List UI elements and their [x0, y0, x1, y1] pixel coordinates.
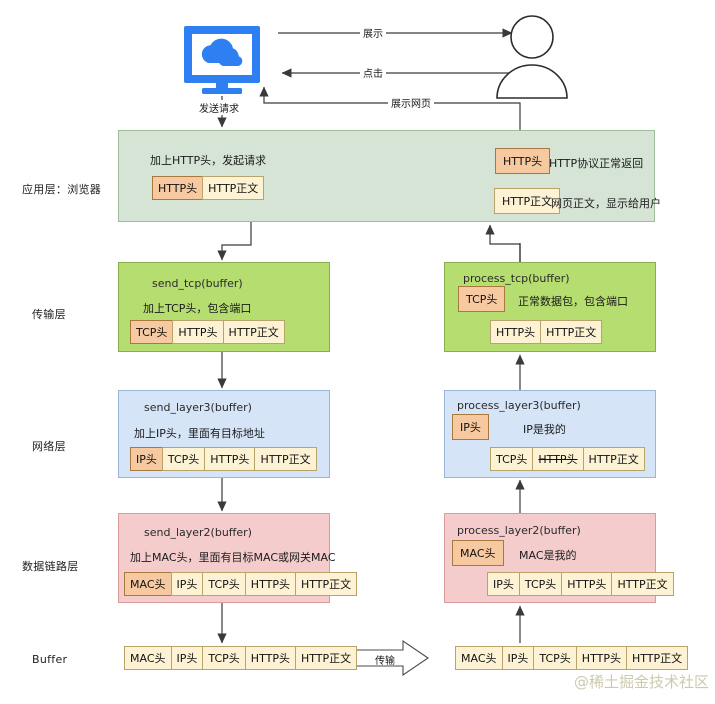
packet-cell: HTTP正文 [582, 447, 645, 471]
network-recv-solo: IP头 [452, 414, 489, 440]
buffer-left-packet: MAC头 IP头 TCP头 HTTP头 HTTP正文 [124, 646, 358, 670]
packet-cell: IP头 [130, 447, 163, 471]
packet-cell: HTTP头 [490, 320, 542, 344]
packet-cell: HTTP头 [575, 646, 627, 670]
packet-cell: IP头 [487, 572, 520, 596]
row-label-transport: 传输层 [32, 308, 66, 321]
application-send-caption: 加上HTTP头，发起请求 [150, 154, 267, 167]
packet-cell: TCP头 [202, 572, 246, 596]
network-recv-packet: TCP头 HTTP头 HTTP正文 [490, 447, 645, 471]
packet-cell: HTTP头 [244, 646, 296, 670]
packet-cell: HTTP头 [152, 176, 204, 200]
datalink-send-packet: MAC头 IP头 TCP头 HTTP头 HTTP正文 [124, 572, 358, 596]
packet-cell: TCP头 [161, 447, 206, 471]
packet-cell: TCP头 [518, 572, 563, 596]
packet-cell: HTTP正文 [254, 447, 317, 471]
packet-cell: IP头 [501, 646, 535, 670]
edge-label-click: 点击 [360, 65, 386, 80]
packet-cell: IP头 [170, 572, 204, 596]
packet-cell: MAC头 [124, 572, 172, 596]
packet-cell: TCP头 [533, 646, 577, 670]
watermark: @稀土掘金技术社区 [573, 673, 709, 691]
transport-recv-solo: TCP头 [458, 286, 506, 312]
packet-cell: HTTP头 [204, 447, 256, 471]
packet-cell: HTTP正文 [202, 176, 265, 200]
packet-cell: TCP头 [130, 320, 174, 344]
packet-cell: HTTP头 [532, 447, 584, 471]
network-send-packet: IP头 TCP头 HTTP头 HTTP正文 [130, 447, 317, 471]
datalink-recv-packet: IP头 TCP头 HTTP头 HTTP正文 [487, 572, 674, 596]
packet-cell: HTTP正文 [540, 320, 603, 344]
network-recv-fn: process_layer3(buffer) [457, 399, 581, 412]
row-label-buffer: Buffer [32, 653, 68, 666]
transport-send-fn: send_tcp(buffer) [152, 277, 243, 290]
transmit-label: 传输 [375, 656, 395, 667]
transport-recv-caption: 正常数据包，包含端口 [518, 295, 628, 308]
row-label-application: 应用层：浏览器 [22, 183, 102, 196]
application-recv-header-caption: HTTP协议正常返回 [549, 157, 644, 170]
edge-label-show-page: 展示网页 [388, 95, 434, 110]
packet-cell: TCP头 [202, 646, 246, 670]
network-recv-caption: IP是我的 [523, 423, 566, 436]
packet-cell: IP头 [170, 646, 204, 670]
packet-cell: HTTP正文 [222, 320, 285, 344]
packet-cell: HTTP头 [172, 320, 224, 344]
network-send-fn: send_layer3(buffer) [144, 401, 252, 414]
packet-cell: HTTP正文 [625, 646, 689, 670]
datalink-recv-solo: MAC头 [452, 540, 504, 566]
packet-cell: TCP头 [490, 447, 534, 471]
transport-recv-packet: HTTP头 HTTP正文 [490, 320, 603, 344]
application-recv-body-box: HTTP正文 [494, 188, 561, 214]
packet-cell: MAC头 [455, 646, 503, 670]
packet-cell: HTTP正文 [294, 646, 358, 670]
packet-cell: HTTP正文 [611, 572, 674, 596]
network-send-caption: 加上IP头，里面有目标地址 [134, 427, 265, 440]
row-label-datalink: 数据链路层 [22, 560, 79, 573]
packet-cell: HTTP头 [561, 572, 613, 596]
datalink-send-caption: 加上MAC头，里面有目标MAC或网关MAC [130, 551, 336, 564]
packet-cell: MAC头 [124, 646, 172, 670]
transport-recv-fn: process_tcp(buffer) [463, 272, 570, 285]
datalink-recv-fn: process_layer2(buffer) [457, 524, 581, 537]
application-recv-header-box: HTTP头 [495, 148, 551, 174]
edge-label-send-request: 发送请求 [196, 100, 242, 115]
packet-cell: HTTP头 [244, 572, 296, 596]
person-icon [496, 15, 568, 99]
datalink-send-fn: send_layer2(buffer) [144, 526, 252, 539]
transport-send-packet: TCP头 HTTP头 HTTP正文 [130, 320, 285, 344]
transport-send-caption: 加上TCP头，包含端口 [143, 302, 252, 315]
packet-cell: HTTP正文 [294, 572, 358, 596]
monitor-cloud-icon [183, 25, 261, 95]
application-send-packet: HTTP头 HTTP正文 [152, 176, 265, 200]
edge-label-display: 展示 [360, 25, 386, 40]
row-label-network: 网络层 [32, 440, 66, 453]
datalink-recv-caption: MAC是我的 [519, 549, 577, 562]
buffer-right-packet: MAC头 IP头 TCP头 HTTP头 HTTP正文 [455, 646, 689, 670]
application-recv-body-caption: 网页正文，显示给用户 [551, 197, 661, 210]
